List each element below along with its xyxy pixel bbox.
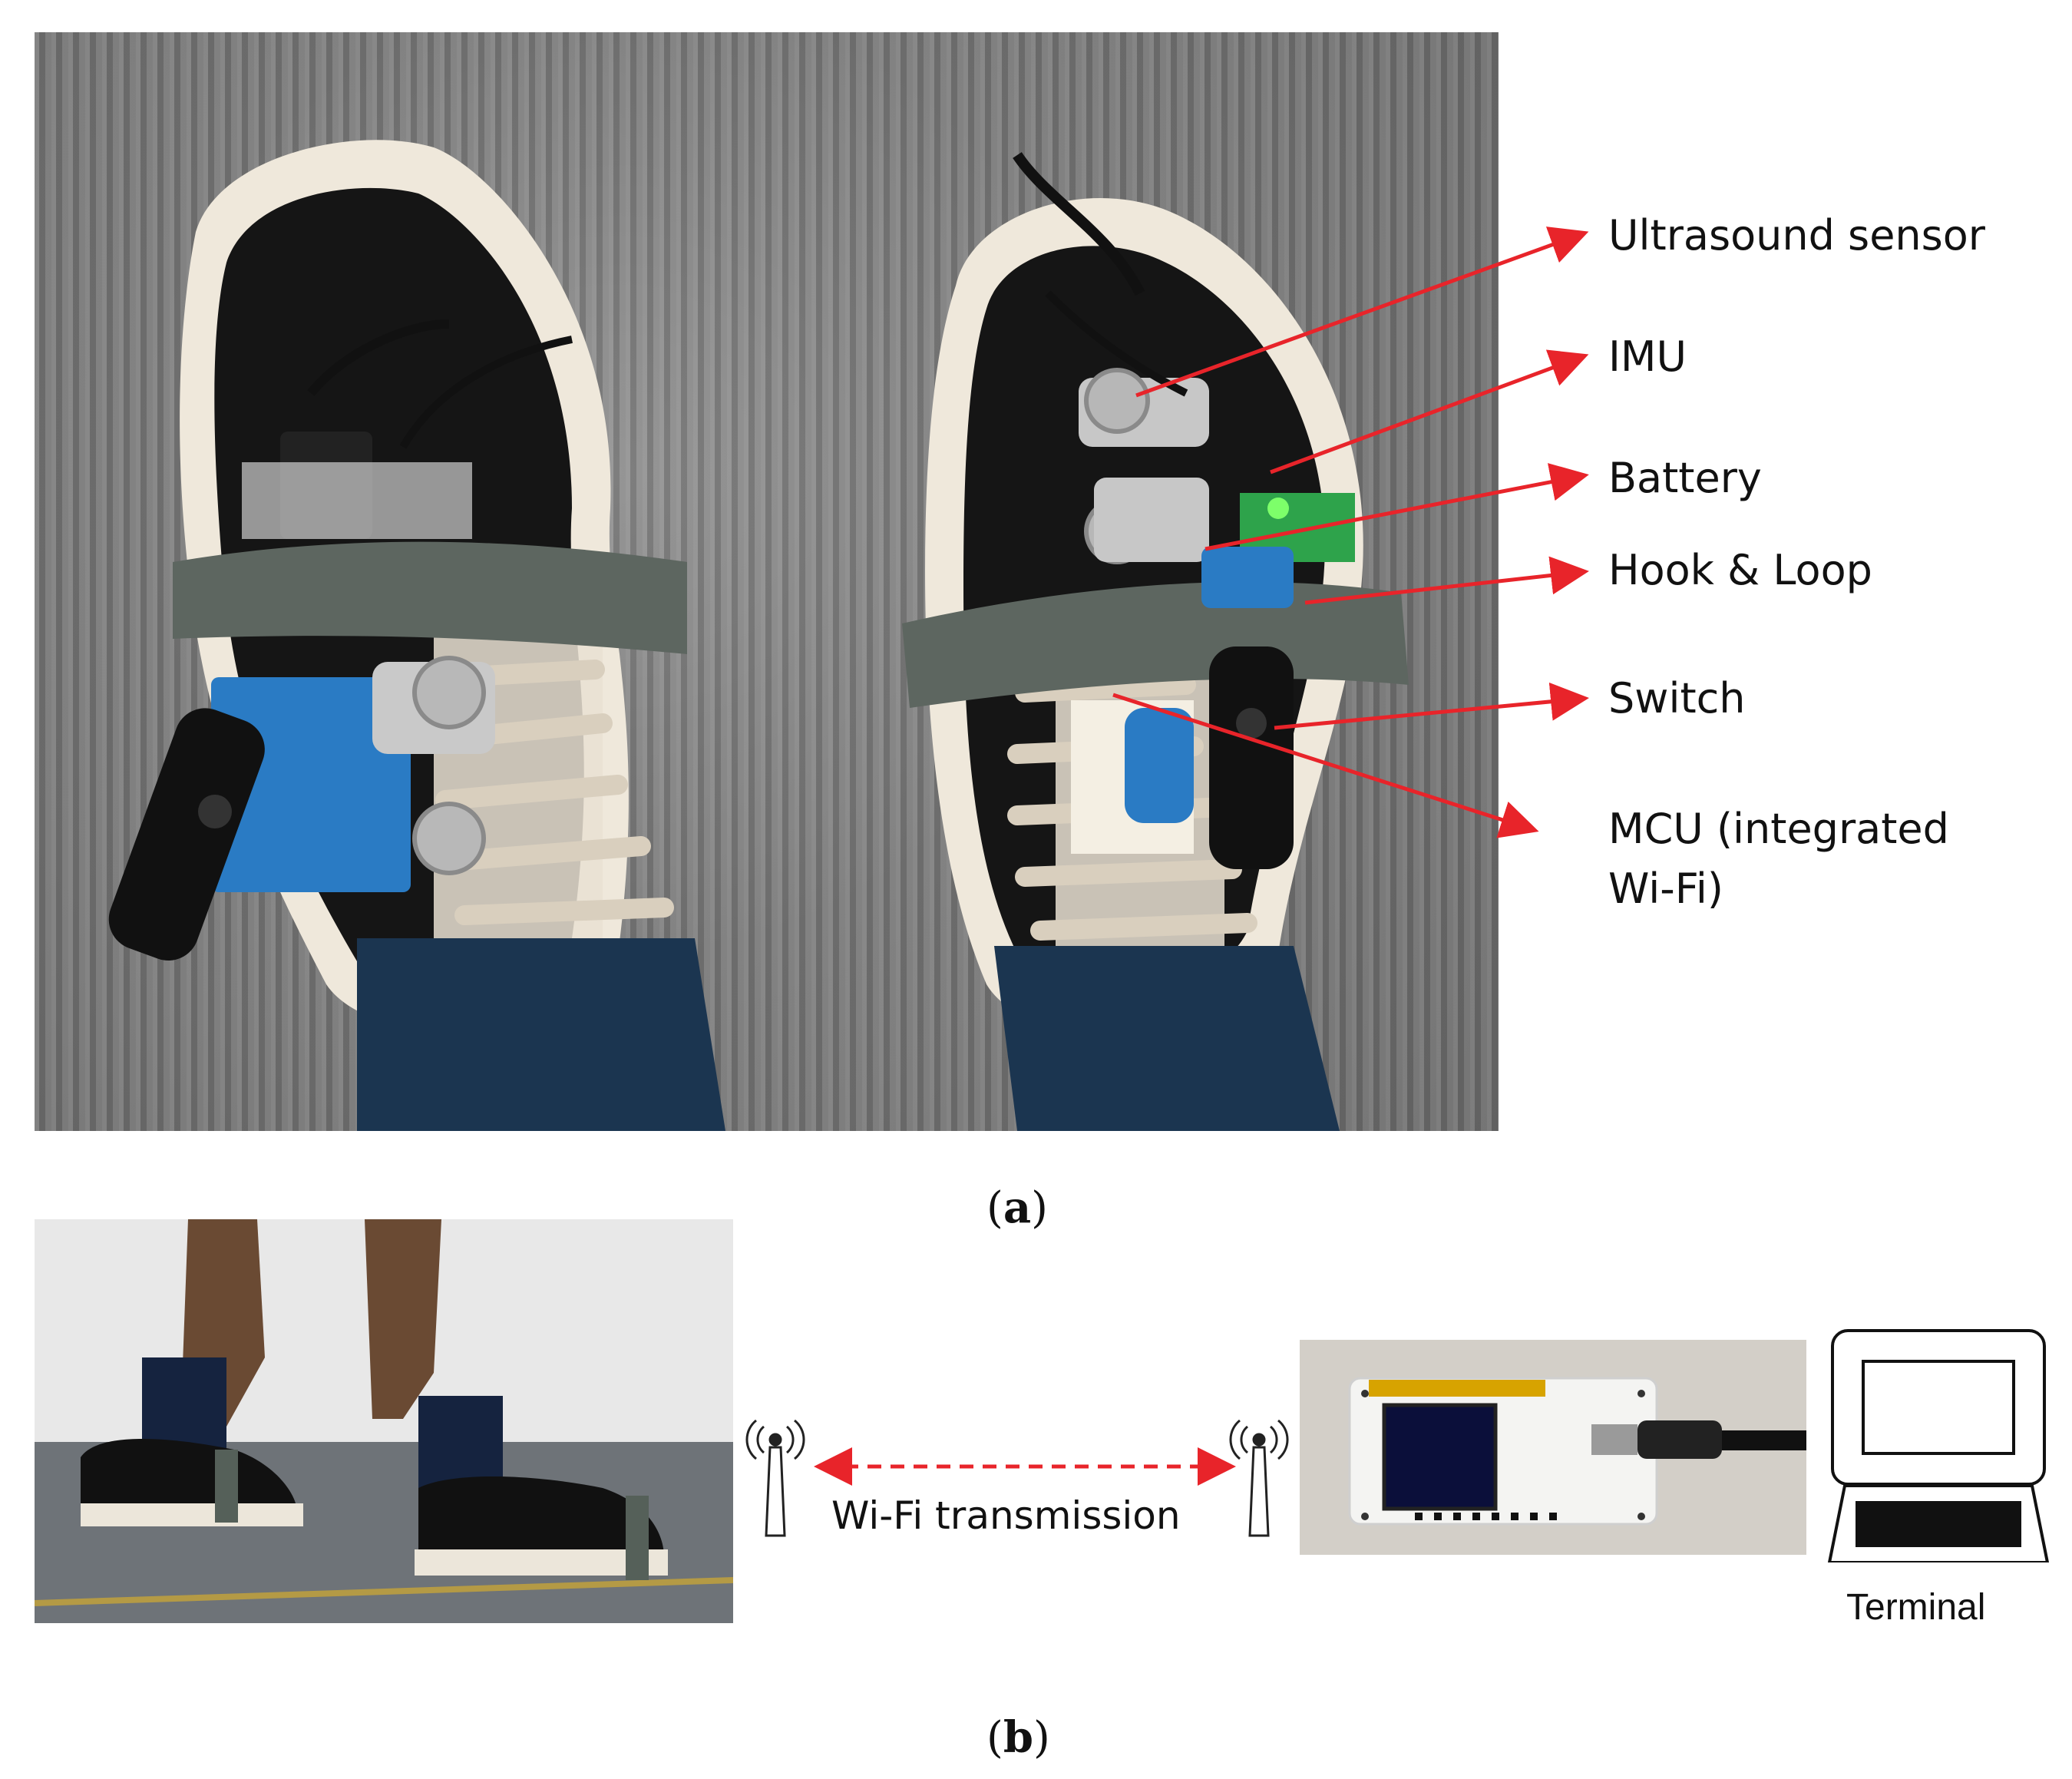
arrow-hook-loop	[1304, 556, 1589, 605]
caption-b: (b)	[986, 1712, 1050, 1763]
arrow-switch	[1274, 682, 1589, 730]
left-antenna-icon	[745, 1419, 805, 1537]
shoes-top-view-photo	[35, 32, 1499, 1131]
label-battery: Battery	[1608, 454, 1762, 502]
arrow-mcu	[1112, 693, 1539, 838]
label-imu: IMU	[1608, 332, 1687, 381]
arrow-battery	[1205, 463, 1589, 551]
right-switch	[1209, 646, 1294, 869]
caption-a: (a)	[986, 1182, 1049, 1233]
label-ultrasound-sensor: Ultrasound sensor	[1608, 211, 1986, 260]
right-battery	[1201, 547, 1294, 608]
label-mcu-line1: MCU (integrated	[1608, 805, 1949, 853]
terminal-laptop-icon	[1827, 1329, 2050, 1562]
label-switch: Switch	[1608, 674, 1746, 723]
walking-illustration	[35, 1219, 733, 1623]
wifi-transmission-label: Wi-Fi transmission	[831, 1493, 1181, 1538]
arrow-imu	[1270, 349, 1589, 475]
mcu-board-photo	[1300, 1340, 1806, 1555]
caption-a-letter: a	[1003, 1182, 1032, 1233]
left-switch	[108, 708, 265, 961]
right-antenna-icon	[1229, 1419, 1289, 1537]
arrow-ultrasound	[1135, 227, 1589, 398]
shoes-photo-illustration	[108, 140, 1409, 1131]
walking-photo	[35, 1219, 733, 1623]
caption-b-letter: b	[1003, 1712, 1034, 1763]
left-hook-loop-strap	[173, 541, 687, 654]
wifi-transmission-diagram	[745, 1419, 1289, 1537]
mcu-board-illustration	[1300, 1340, 1806, 1555]
label-mcu-line2: Wi-Fi)	[1608, 865, 1723, 913]
label-hook-loop: Hook & Loop	[1608, 546, 1872, 594]
terminal-label: Terminal	[1846, 1587, 1986, 1628]
left-battery	[211, 677, 411, 892]
